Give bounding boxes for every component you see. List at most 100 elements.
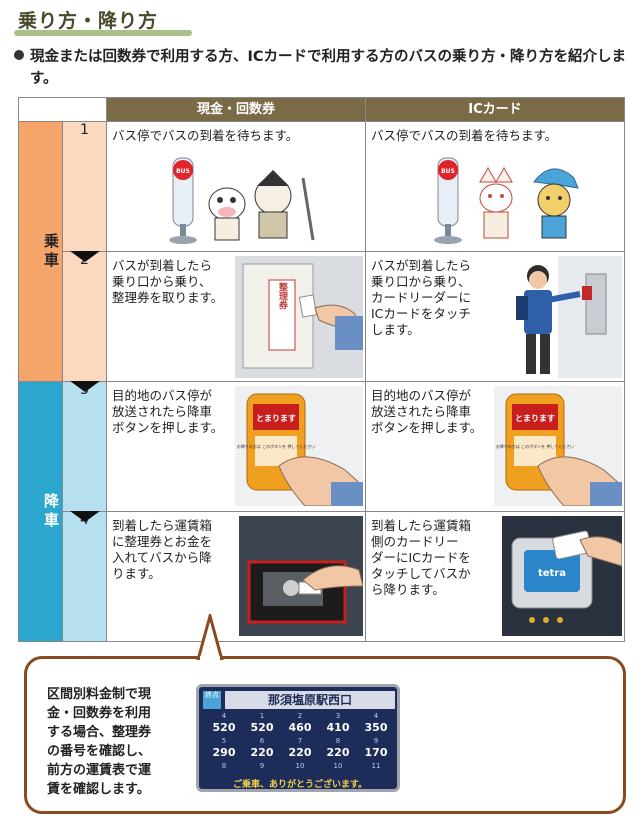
fare-index: 10 — [333, 762, 343, 770]
fare-value: 350 — [364, 721, 388, 734]
intro-text: 現金または回数券で利用する方、ICカードで利用する方のバスの乗り方・降り方を紹介… — [30, 49, 627, 87]
fare-index: 5 — [221, 737, 227, 745]
step-4-cash-line-1: 到着したら運賃箱 — [112, 518, 213, 533]
ic-card-boarding-image — [516, 256, 622, 378]
corner-cell — [18, 97, 107, 122]
step-2-ic-line-4: ICカードをタッチ — [371, 306, 471, 321]
stop-button-sub-label: お降りの方は このボタンを 押してください — [237, 443, 315, 449]
step-2-ic-line-5: します。 — [371, 322, 420, 337]
fare-value: 220 — [288, 746, 312, 759]
note-text: 区間別料金制で現 金・回数券を利用 する場合、整理券 の番号を確認し、 前方の運… — [47, 685, 197, 799]
fare-index: 9 — [373, 737, 379, 745]
fare-index: 6 — [259, 737, 265, 745]
fare-row-1-values: 520 520 460 410 350 — [205, 721, 395, 734]
stop-button-ic-image: とまります お降りの方は このボタンを 押してください — [494, 386, 622, 506]
fare-row-1-index: 4 1 2 3 4 — [205, 712, 395, 720]
card-brand-label: tetra — [538, 568, 566, 579]
fare-value: 170 — [364, 746, 388, 759]
column-header-cash: 現金・回数券 — [106, 97, 366, 122]
column-header-ic: ICカード — [365, 97, 625, 122]
step-number-1: 1 — [62, 121, 107, 252]
step-4-ic-line-5: ら降ります。 — [371, 582, 445, 597]
fare-box-image — [239, 516, 363, 636]
fare-index: 8 — [221, 762, 227, 770]
fare-index: 1 — [259, 712, 265, 720]
step-4-cash-line-4: ります。 — [112, 566, 161, 581]
card-reader-image: tetra — [502, 516, 622, 636]
step-2-ic: バスが到着したら 乗り口から乗り、 カードリーダーに ICカードをタッチ します… — [365, 251, 625, 382]
step-3-cash-line-2: 放送されたら降車 — [112, 404, 213, 419]
step-4-cash: 到着したら運賃箱 に整理券とお金を 入れてバスから降 ります。 — [106, 511, 366, 642]
step-4-ic-line-4: タッチしてバスか — [371, 566, 471, 581]
note-line-4: の番号を確認し、 — [47, 744, 152, 759]
ticket-label: 整理券 — [277, 281, 289, 310]
stop-button-label: とまります — [256, 414, 296, 423]
step-1-cash-text: バス停でバスの到着を待ちます。 — [112, 128, 299, 143]
step-arrow-3 — [69, 381, 100, 392]
step-2-ic-line-1: バスが到着したら — [371, 258, 472, 273]
step-3-cash-line-1: 目的地のバス停が — [112, 388, 213, 403]
step-4-ic-line-2: 側のカードリー — [371, 534, 459, 549]
fare-index: 2 — [297, 712, 303, 720]
step-arrow-2 — [69, 251, 100, 262]
step-number-4: 4 — [62, 511, 107, 642]
step-number-1-label: 1 — [80, 122, 89, 138]
step-3-ic-line-2: 放送されたら降車 — [371, 404, 472, 419]
step-2-cash-line-1: バスが到着したら — [112, 258, 213, 273]
step-3-ic-line-3: ボタンを押します。 — [371, 420, 483, 435]
fare-index: 8 — [335, 737, 341, 745]
step-4-cash-line-3: 入れてバスから降 — [112, 550, 212, 565]
step-4-ic-line-3: ダーにICカードを — [371, 550, 471, 565]
step-3-cash: 目的地のバス停が 放送されたら降車 ボタンを押します。 とまります お降りの方は… — [106, 381, 366, 512]
fare-row-2-index: 5 6 7 8 9 — [205, 737, 395, 745]
bus-stop-ic-characters-image: BUS — [434, 157, 579, 244]
group-boarding: 乗車 — [18, 121, 63, 382]
step-arrow-4 — [69, 511, 100, 522]
bubble-tail — [196, 614, 224, 660]
fare-index: 4 — [221, 712, 227, 720]
fare-index: 4 — [373, 712, 379, 720]
step-4-ic-line-1: 到着したら運賃箱 — [371, 518, 472, 533]
bullet-icon — [14, 50, 24, 60]
group-alighting: 降車 — [18, 381, 63, 642]
fare-board-footer: ご乗車、ありがとうございます。 — [232, 780, 368, 790]
note-line-2: 金・回数券を利用 — [47, 706, 152, 721]
fare-value: 460 — [288, 721, 312, 734]
bus-sign-label-ic: BUS — [441, 168, 455, 175]
boarding-table: 現金・回数券 ICカード 乗車 1 バス停でバスの到着を待ちます。 BUS — [18, 97, 625, 642]
step-1-cash: バス停でバスの到着を待ちます。 BUS — [106, 121, 366, 252]
fare-row-3-index: 8 9 10 10 11 — [205, 762, 395, 770]
stop-button-sub-label-ic: お降りの方は このボタンを 押してください — [496, 443, 574, 449]
note-line-1: 区間別料金制で現 — [47, 687, 152, 702]
fare-board-station: 那須塩原駅西口 — [225, 691, 395, 709]
fare-row-2-values: 290 220 220 220 170 — [205, 746, 395, 759]
step-number-2: 2 — [62, 251, 107, 382]
step-2-cash: バスが到着したら 乗り口から乗り、 整理券を取ります。 整理券 — [106, 251, 366, 382]
stop-button-label-ic: とまります — [515, 414, 555, 423]
fare-value: 220 — [250, 746, 274, 759]
step-3-ic-line-1: 目的地のバス停が — [371, 388, 472, 403]
step-4-ic: 到着したら運賃箱 側のカードリー ダーにICカードを タッチしてバスか ら降りま… — [365, 511, 625, 642]
step-3-ic: 目的地のバス停が 放送されたら降車 ボタンを押します。 とまります お降りの方は… — [365, 381, 625, 512]
step-2-ic-line-2: 乗り口から乗り、 — [371, 274, 471, 289]
ticket-machine-image: 整理券 — [235, 256, 363, 378]
fare-index: 11 — [371, 762, 381, 770]
step-2-cash-line-2: 乗り口から乗り、 — [112, 274, 212, 289]
step-2-cash-line-3: 整理券を取ります。 — [112, 290, 224, 305]
fare-value: 410 — [326, 721, 350, 734]
fare-value: 520 — [212, 721, 236, 734]
step-number-3: 3 — [62, 381, 107, 512]
bus-stop-characters-image: BUS — [169, 157, 315, 244]
note-line-6: 賃を確認します。 — [47, 782, 150, 797]
fare-index: 7 — [297, 737, 303, 745]
step-1-ic-text: バス停でバスの到着を待ちます。 — [371, 128, 558, 143]
fare-board-badge: 終点 — [203, 691, 221, 709]
title-underline — [14, 30, 192, 36]
note-line-3: する場合、整理券 — [47, 725, 152, 740]
fare-index: 10 — [295, 762, 305, 770]
stop-button-image: とまります お降りの方は このボタンを 押してください — [235, 386, 363, 506]
step-1-ic: バス停でバスの到着を待ちます。 BUS — [365, 121, 625, 252]
fare-index: 9 — [259, 762, 265, 770]
step-3-cash-line-3: ボタンを押します。 — [112, 420, 224, 435]
note-line-5: 前方の運賃表で運 — [47, 763, 152, 778]
